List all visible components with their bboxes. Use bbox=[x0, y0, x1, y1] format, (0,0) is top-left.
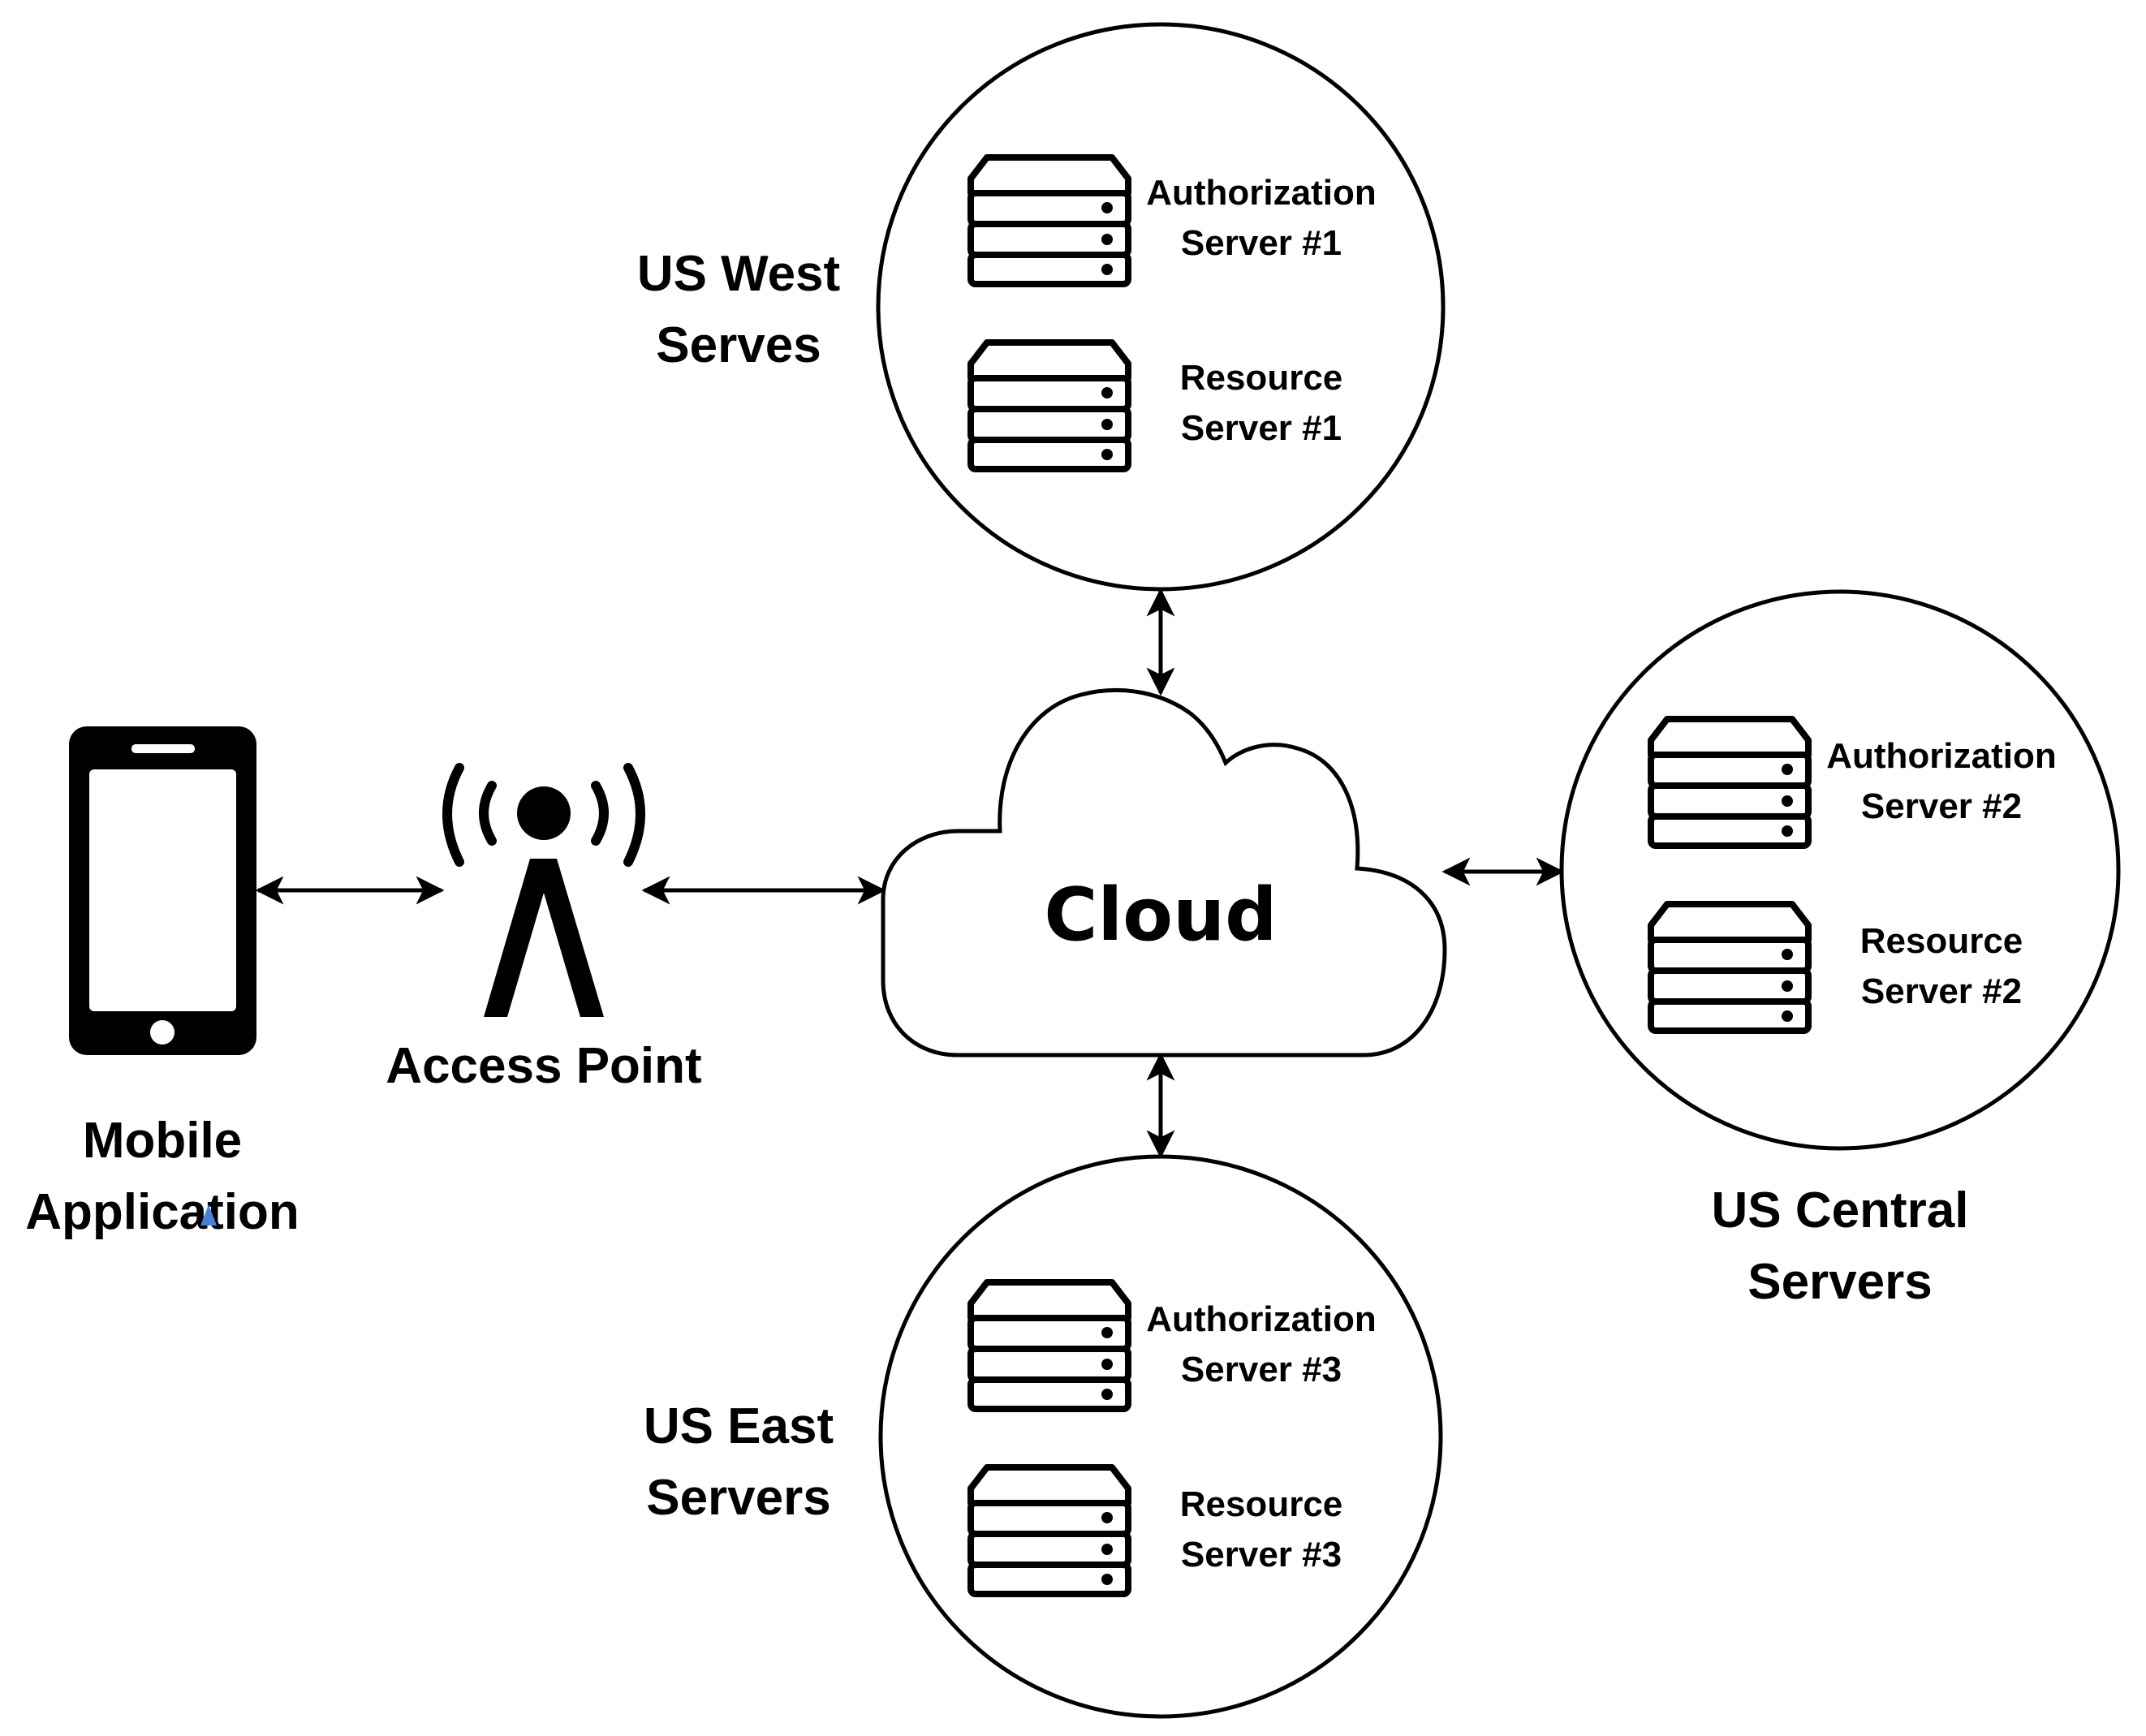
server-label: Authorization bbox=[1146, 1299, 1377, 1339]
antenna-icon bbox=[442, 763, 645, 1017]
server-icon bbox=[967, 1464, 1131, 1597]
server-icon bbox=[967, 339, 1131, 472]
cursor-mark-icon bbox=[200, 1204, 217, 1226]
server-label: Server #1 bbox=[1181, 408, 1342, 448]
mobile-label-line1: Mobile bbox=[83, 1113, 242, 1169]
mobile-node: Mobile Application bbox=[25, 726, 299, 1240]
server-label: Authorization bbox=[1826, 736, 2057, 776]
cloud-icon bbox=[881, 688, 1447, 1058]
region-east-circle bbox=[878, 1154, 1443, 1719]
server-label: Server #2 bbox=[1861, 786, 2022, 826]
region-west-label-line2: Serves bbox=[656, 317, 821, 373]
server-label: Server #1 bbox=[1181, 223, 1342, 263]
server-label: Resource bbox=[1180, 358, 1343, 398]
region-central: US Central Servers Authorization Server … bbox=[1559, 589, 2121, 1310]
smartphone-icon bbox=[69, 726, 256, 1055]
server-icon bbox=[967, 154, 1131, 287]
region-central-circle bbox=[1559, 589, 2121, 1151]
region-west-label-line1: US West bbox=[637, 246, 840, 302]
server-label: Resource bbox=[1860, 921, 2023, 961]
server-icon bbox=[1648, 901, 1812, 1034]
server-label: Authorization bbox=[1146, 173, 1377, 213]
cloud-label: Cloud bbox=[1044, 872, 1277, 958]
cloud-node: Cloud bbox=[881, 688, 1447, 1058]
region-central-label-line2: Servers bbox=[1747, 1254, 1933, 1310]
server-icon bbox=[967, 1279, 1131, 1412]
access-point-label: Access Point bbox=[386, 1038, 701, 1094]
region-west: US West Serves Authorization Server #1 R… bbox=[637, 22, 1446, 592]
region-east-label-line1: US East bbox=[644, 1398, 834, 1454]
access-point-node: Access Point bbox=[386, 763, 702, 1094]
server-icon bbox=[1648, 716, 1812, 849]
region-east: US East Servers Authorization Server #3 … bbox=[644, 1154, 1443, 1719]
region-central-label-line1: US Central bbox=[1712, 1182, 1969, 1238]
server-label: Resource bbox=[1180, 1484, 1343, 1524]
mobile-label-line2: Application bbox=[25, 1184, 299, 1240]
server-label: Server #3 bbox=[1181, 1535, 1342, 1574]
region-east-label-line2: Servers bbox=[646, 1470, 831, 1526]
server-label: Server #2 bbox=[1861, 971, 2022, 1011]
server-label: Server #3 bbox=[1181, 1350, 1342, 1389]
region-west-circle bbox=[876, 22, 1446, 592]
